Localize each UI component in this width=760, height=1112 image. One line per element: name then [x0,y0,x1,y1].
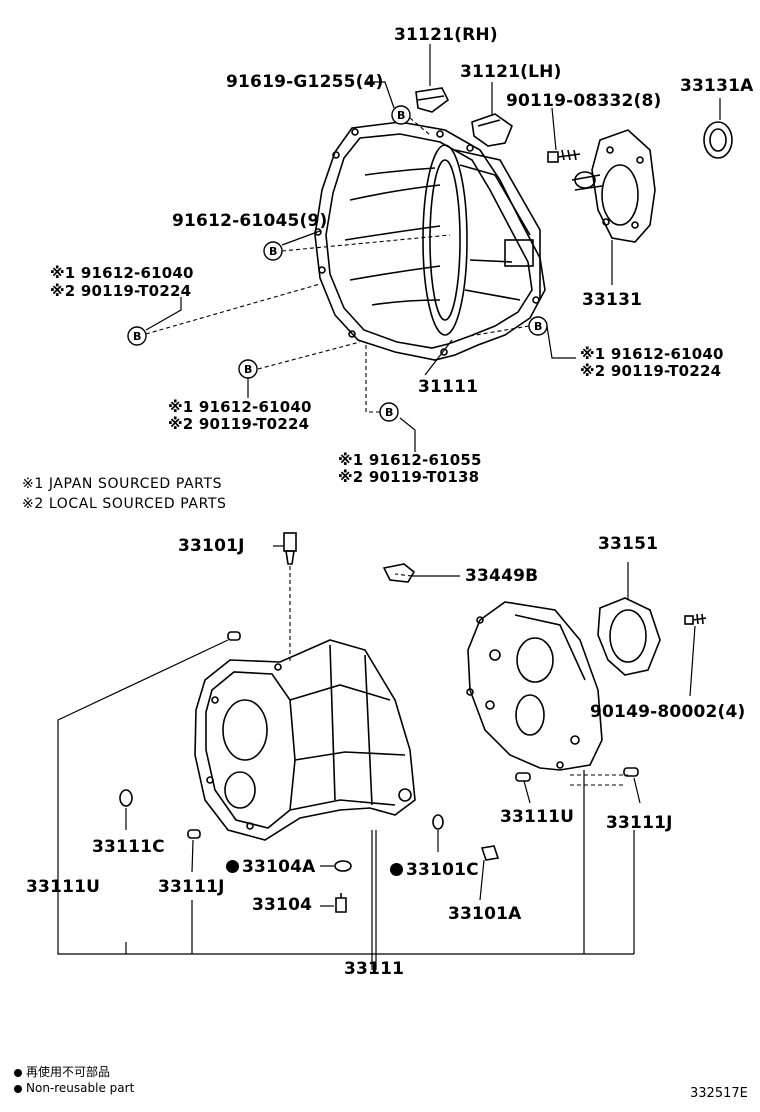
intermediate-plate-drawing [466,601,603,771]
sensor-switch-drawing [283,532,297,565]
bolt-marker-91619: B [391,105,411,125]
label-33111j-right: 33111J [606,813,673,833]
label-90149-80002: 90149-80002(4) [590,702,746,722]
note-local-sourced: ※2 LOCAL SOURCED PARTS [22,496,227,512]
label-33101c-text: 33101C [406,860,479,880]
label-33449b: 33449B [465,566,539,586]
bolt-marker-bottom: B [379,402,399,422]
bolt-marker-left-lower: B [238,359,258,379]
note-japan-sourced: ※1 JAPAN SOURCED PARTS [22,476,223,492]
bolt-marker-left-upper: B [127,326,147,346]
leader-lines [57,44,721,970]
plug-lh-drawing [471,113,513,147]
dashed-guides [145,117,628,786]
clutch-housing-drawing [314,121,546,361]
label-33101j: 33101J [178,536,245,556]
bolt-drawing [547,149,581,163]
legend-non-reusable-jp: 再使用不可部品 [14,1063,110,1080]
label-31121-rh: 31121(RH) [394,25,498,45]
label-33111u-left: 33111U [26,877,101,897]
alt-part-left-upper-japan: ※1 91612-61040 [50,264,194,282]
label-91612-61045: 91612-61045(9) [172,211,328,231]
bolt-marker-right: B [528,316,548,336]
non-reusable-marker-icon [390,863,403,876]
diagram-id: 332517E [690,1086,748,1101]
oil-seal-drawing [703,121,733,159]
label-33111c: 33111C [92,837,165,857]
alt-part-right-local: ※2 90119-T0224 [580,362,722,380]
label-33104: 33104 [252,895,313,915]
alt-part-left-upper-local: ※2 90119-T0224 [50,282,192,300]
svg-text:B: B [133,330,141,343]
non-reusable-marker-icon [226,860,239,873]
alt-part-bottom-local: ※2 90119-T0138 [338,468,480,486]
legend-non-reusable-en: Non-reusable part [14,1081,134,1095]
legend-jp-text: 再使用不可部品 [26,1065,111,1079]
label-33131: 33131 [582,290,643,310]
small-parts-drawing [119,631,639,913]
label-33101c: 33101C [390,861,479,879]
rear-bearing-retainer-drawing [597,597,661,676]
label-33151: 33151 [598,534,659,554]
svg-text:B: B [385,406,393,419]
alt-part-left-lower-local: ※2 90119-T0224 [168,415,310,433]
svg-text:B: B [269,245,277,258]
label-33111: 33111 [344,959,405,979]
alt-part-left-lower-japan: ※1 91612-61040 [168,398,312,416]
label-90119-08332: 90119-08332(8) [506,91,662,111]
legend-dot-icon [14,1068,22,1077]
svg-text:B: B [534,320,542,333]
front-bearing-retainer-drawing [571,129,656,243]
alt-part-right-japan: ※1 91612-61040 [580,345,724,363]
bolt-marker-91612-61045: B [263,241,283,261]
legend-en-text: Non-reusable part [26,1081,135,1095]
plug-rh-drawing [415,87,450,113]
label-33111u-right: 33111U [500,807,575,827]
svg-text:B: B [244,363,252,376]
svg-text:B: B [397,109,405,122]
label-31121-lh: 31121(LH) [460,62,562,82]
label-91619-g1255: 91619-G1255(4) [226,72,384,92]
label-33104a: 33104A [226,858,316,876]
label-33101a: 33101A [448,904,522,924]
label-33131a: 33131A [680,76,754,96]
transmission-case-drawing [194,639,416,841]
legend-dot-icon [14,1084,22,1093]
label-31111: 31111 [418,377,479,397]
bolt-90149-drawing [684,613,707,625]
label-33104a-text: 33104A [242,857,316,877]
clip-drawing [382,563,416,583]
alt-part-bottom-japan: ※1 91612-61055 [338,451,482,469]
label-33111j-left: 33111J [158,877,225,897]
